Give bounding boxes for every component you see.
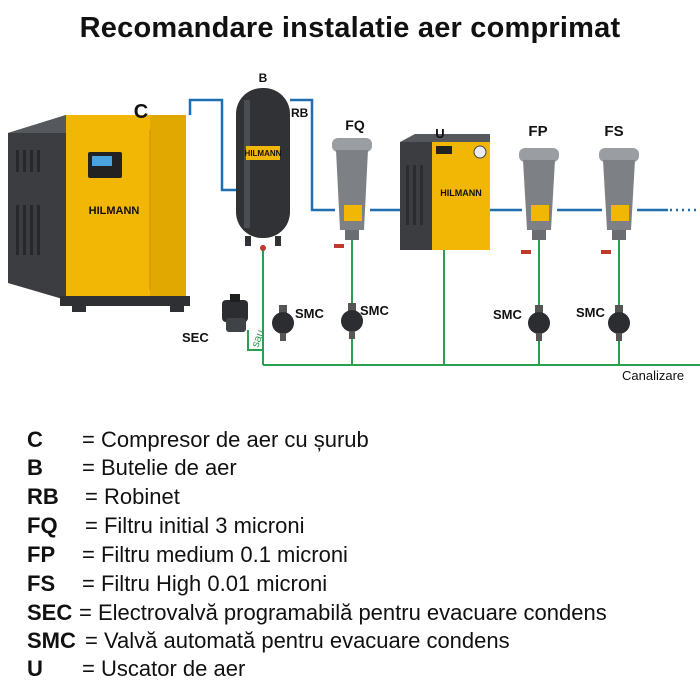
tank-outlet-pipe: [290, 98, 335, 212]
filter-fs: [599, 148, 639, 254]
filter-fq: [332, 138, 372, 248]
compressor-vents: [16, 150, 40, 255]
label-sau: sau: [250, 328, 267, 349]
legend-row-fp: FP = Filtru medium 0.1 microni: [27, 542, 348, 568]
legend-text: Electrovalvă programabilă pentru evacuar…: [97, 600, 607, 625]
legend-sep: =: [85, 628, 98, 653]
compressor-right-edge: [150, 115, 186, 300]
installation-diagram: HILMANN C HILMANN B RB FQ HILMANN U: [8, 71, 700, 383]
legend-code: RB: [27, 484, 59, 509]
compressor-brand-plate: [78, 200, 150, 218]
label-u: U: [435, 126, 444, 141]
compressor-brand-text: HILMANN: [89, 205, 140, 217]
legend-code: B: [27, 455, 43, 480]
smc-valve-fp: [528, 305, 550, 341]
legend-row-b: B = Butelie de aer: [27, 455, 237, 481]
legend-text: Filtru medium 0.1 microni: [100, 542, 348, 567]
legend-code: C: [27, 427, 43, 452]
legend-sep: =: [82, 542, 95, 567]
tank-drain-valve: [260, 245, 266, 251]
legend-row-rb: RB = Robinet: [27, 484, 180, 510]
legend-row-smc: SMC = Valvă automată pentru evacuare cond…: [27, 628, 510, 654]
label-c: C: [134, 101, 148, 123]
legend-code: SMC: [27, 628, 76, 653]
legend-sep: =: [79, 600, 92, 625]
legend-sep: =: [82, 571, 95, 596]
compressor-unit: [8, 115, 190, 312]
label-fp: FP: [528, 123, 547, 140]
tank-brand-text: HILMANN: [245, 149, 282, 158]
drain-piping: [247, 240, 700, 366]
legend-row-u: U = Uscator de aer: [27, 656, 245, 682]
legend-code: FQ: [27, 513, 58, 538]
label-smc-2: SMC: [360, 303, 390, 318]
legend-text: Uscator de aer: [100, 656, 246, 681]
legend-row-c: C = Compresor de aer cu șurub: [27, 427, 369, 453]
legend-sep: =: [82, 656, 95, 681]
air-tank: [236, 88, 290, 246]
legend-sep: =: [82, 455, 95, 480]
legend-code: FP: [27, 542, 56, 567]
label-smc-1: SMC: [295, 306, 325, 321]
dryer-brand-text: HILMANN: [440, 188, 482, 198]
label-smc-3: SMC: [493, 307, 523, 322]
tank-brand-plate: [246, 146, 280, 160]
legend-text: Valvă automată pentru evacuare condens: [103, 628, 510, 653]
label-canalizare: Canalizare: [622, 368, 684, 383]
smc-valve-fs: [608, 305, 630, 341]
sec-electrovalve: [222, 294, 248, 332]
legend-sep: =: [85, 484, 98, 509]
dryer-front-panel: [432, 142, 490, 250]
filter-fp: [519, 148, 559, 254]
legend-row-fs: FS = Filtru High 0.01 microni: [27, 571, 327, 597]
sec-drain-line: [247, 330, 263, 351]
legend-text: Robinet: [103, 484, 180, 509]
page-title: Recomandare instalatie aer comprimat: [79, 12, 621, 44]
compressor-base: [60, 296, 190, 306]
label-b: B: [259, 71, 268, 85]
air-dryer: [400, 134, 490, 250]
smc-valve-fq: [341, 303, 363, 339]
legend-text: Filtru initial 3 microni: [103, 513, 305, 538]
legend-text: Compresor de aer cu șurub: [100, 427, 369, 452]
legend-code: U: [27, 656, 43, 681]
air-piping: [188, 98, 700, 212]
legend-text: Filtru High 0.01 microni: [100, 571, 328, 596]
label-fs: FS: [604, 123, 623, 140]
legend-sep: =: [85, 513, 98, 538]
legend-row-fq: FQ = Filtru initial 3 microni: [27, 513, 304, 539]
legend-sep: =: [82, 427, 95, 452]
label-fq: FQ: [345, 117, 365, 133]
label-rb: RB: [291, 106, 309, 120]
smc-valve-tank: [272, 305, 294, 341]
legend-text: Butelie de aer: [100, 455, 237, 480]
legend-code: FS: [27, 571, 56, 596]
compressor-to-tank-pipe: [188, 98, 236, 192]
label-sec: SEC: [182, 330, 209, 345]
legend-row-sec: SEC= Electrovalvă programabilă pentru ev…: [27, 600, 607, 626]
label-smc-4: SMC: [576, 305, 606, 320]
legend-code: SEC: [27, 600, 73, 625]
